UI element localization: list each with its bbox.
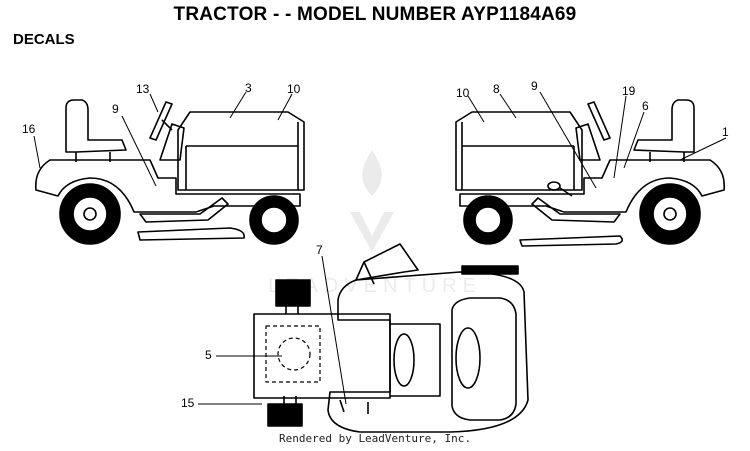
left-side-tractor: 16 13 9 3 10: [22, 81, 305, 245]
section-label: DECALS: [13, 31, 75, 48]
callout-7-bottom: 7: [316, 243, 323, 257]
callout-13-left: 13: [136, 82, 150, 96]
callout-10-right: 10: [456, 86, 470, 100]
footer-credit: Rendered by LeadVenture, Inc.: [278, 432, 472, 445]
callout-15-bottom: 15: [181, 396, 195, 410]
callout-19-right: 19: [622, 84, 636, 98]
right-side-tractor: 10 8 9 19 6 1: [455, 79, 729, 247]
top-view-tractor: 7 5 15: [181, 243, 529, 433]
callout-8-right: 8: [493, 82, 500, 96]
callout-10-left: 10: [287, 82, 301, 96]
svg-text:LEADVENTURE: LEADVENTURE: [268, 275, 482, 297]
callout-16-left: 16: [22, 122, 36, 136]
page-title: TRACTOR - - MODEL NUMBER AYP1184A69: [173, 4, 577, 25]
callout-1-right: 1: [722, 125, 729, 139]
watermark-logo-icon: LEADVENTURE: [268, 150, 482, 297]
callout-3-left: 3: [245, 81, 252, 95]
callout-6-right: 6: [642, 99, 649, 113]
callout-5-bottom: 5: [205, 348, 212, 362]
callout-9-right: 9: [531, 79, 538, 93]
callout-9-left: 9: [112, 102, 119, 116]
